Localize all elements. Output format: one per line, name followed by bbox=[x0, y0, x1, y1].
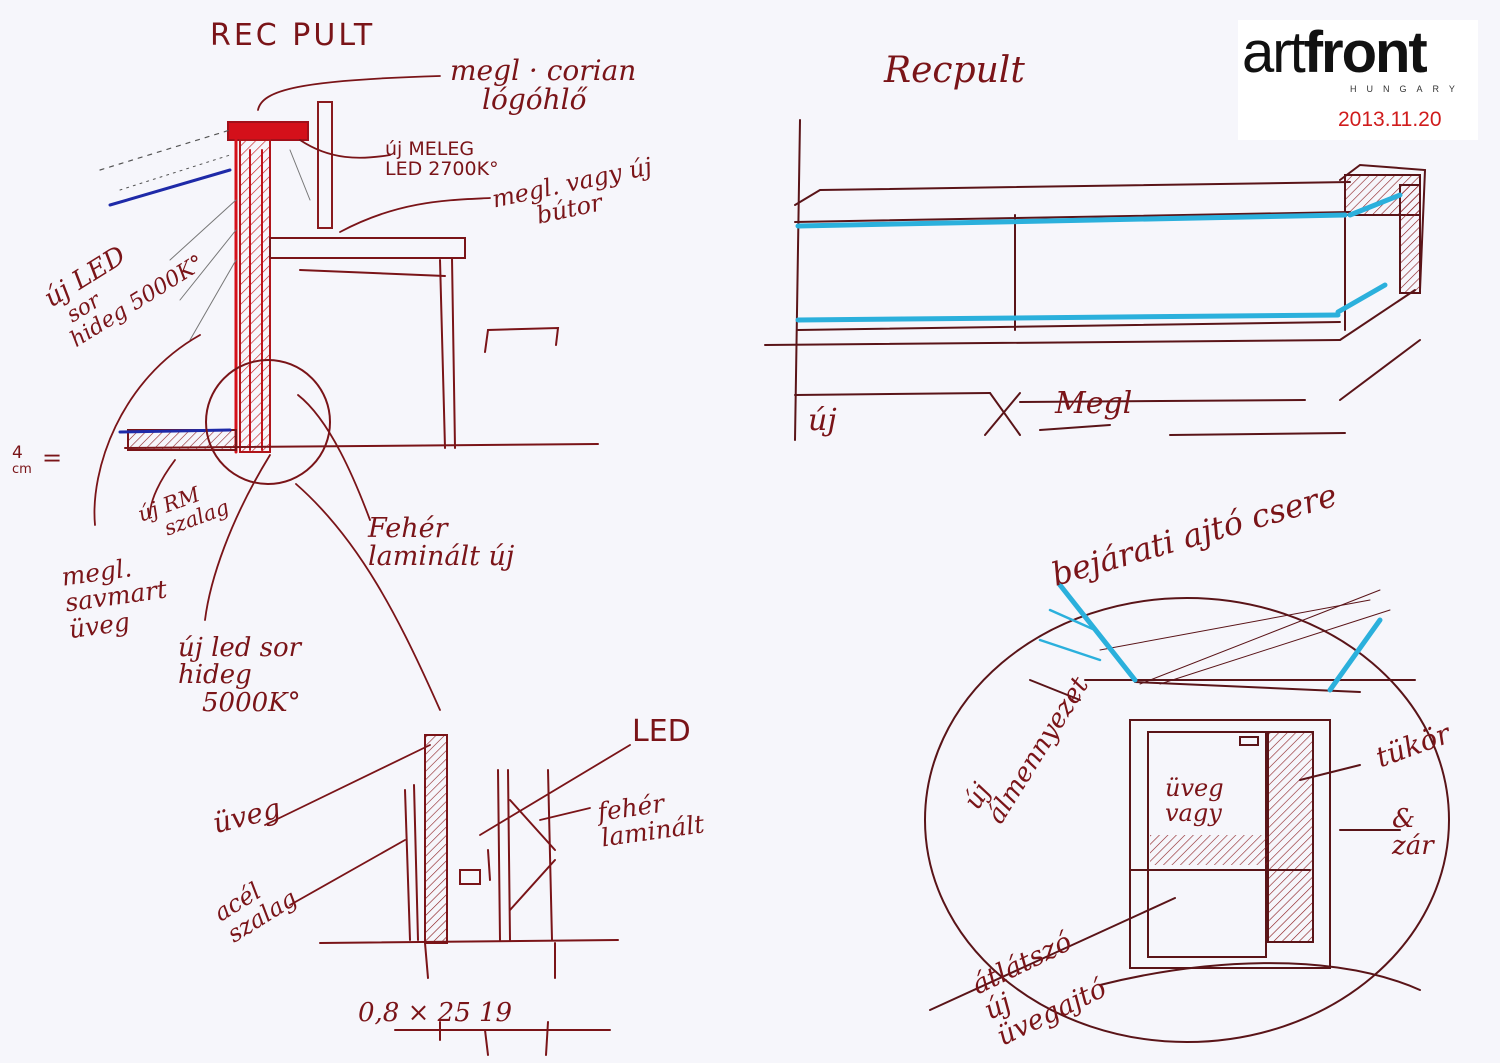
detail-sketch bbox=[264, 734, 631, 1056]
label-line: & bbox=[1392, 804, 1416, 834]
label-dimensions: 0,8 × 25 19 bbox=[358, 998, 513, 1028]
section-sketch bbox=[93, 75, 599, 711]
logo-wordmark: artfront bbox=[1242, 24, 1428, 82]
logo-word-regular: art bbox=[1242, 20, 1306, 85]
label-megl-savmart-uveg: megl. savmart üveg bbox=[60, 551, 172, 644]
label-recpult: Recpult bbox=[884, 50, 1025, 91]
mirror-panel bbox=[1267, 731, 1314, 943]
artfront-logo: artfront HUNGARY 2013.11.20 bbox=[1238, 20, 1478, 140]
label-uj-dim: új bbox=[808, 403, 837, 438]
logo-subtitle: HUNGARY bbox=[1350, 84, 1465, 94]
label-line: laminált új bbox=[368, 541, 515, 573]
corian-top bbox=[227, 121, 309, 141]
logo-word-bold: front bbox=[1303, 20, 1428, 85]
label-line: zár bbox=[1392, 831, 1434, 862]
label-line: vagy bbox=[1165, 799, 1222, 828]
label-line: LED 2700K° bbox=[385, 157, 499, 180]
detail-circle bbox=[205, 359, 331, 485]
label-uj-meleg-led: új MELEG LED 2700K° bbox=[385, 138, 499, 180]
recpult-sketch bbox=[764, 119, 1427, 441]
label-line: 5000K° bbox=[202, 687, 301, 718]
wall-panel bbox=[239, 139, 271, 453]
recpult-led-strips bbox=[795, 192, 1403, 323]
label-line: Fehér bbox=[368, 513, 448, 544]
label-line: 4 bbox=[12, 443, 23, 463]
label-line: új led sor bbox=[178, 633, 302, 663]
label-megl-dim: Megl bbox=[1055, 386, 1133, 421]
label-feher-laminalt-uj: Fehér laminált új bbox=[368, 513, 515, 573]
label-zar: & zár bbox=[1392, 804, 1434, 862]
entrance-circle bbox=[924, 597, 1450, 1043]
label-megl-corian: megl · corian lógóhlő bbox=[450, 56, 636, 115]
label-line: lógóhlő bbox=[482, 83, 587, 117]
desk-top bbox=[269, 237, 466, 259]
label-line: hideg bbox=[178, 660, 252, 691]
label-line: megl · corian bbox=[450, 54, 637, 87]
label-uveg-vagy: üveg vagy bbox=[1165, 774, 1224, 828]
entrance-sketch bbox=[924, 589, 1450, 1043]
label-line: cm bbox=[12, 461, 32, 477]
label-uj-led-sor-hideg: új led sor hideg 5000K° bbox=[178, 633, 302, 718]
sheet-date: 2013.11.20 bbox=[1338, 108, 1442, 131]
door-frame bbox=[1129, 719, 1331, 969]
label-line: új MELEG bbox=[385, 138, 475, 160]
label-rec-pult: REC PULT bbox=[210, 18, 376, 53]
entrance-led-lines bbox=[1038, 582, 1383, 693]
label-led: LED bbox=[632, 714, 691, 749]
label-4-cm: 4 cm bbox=[12, 443, 32, 477]
label-line: üveg bbox=[1165, 774, 1224, 802]
equals-mark: = bbox=[42, 444, 63, 472]
